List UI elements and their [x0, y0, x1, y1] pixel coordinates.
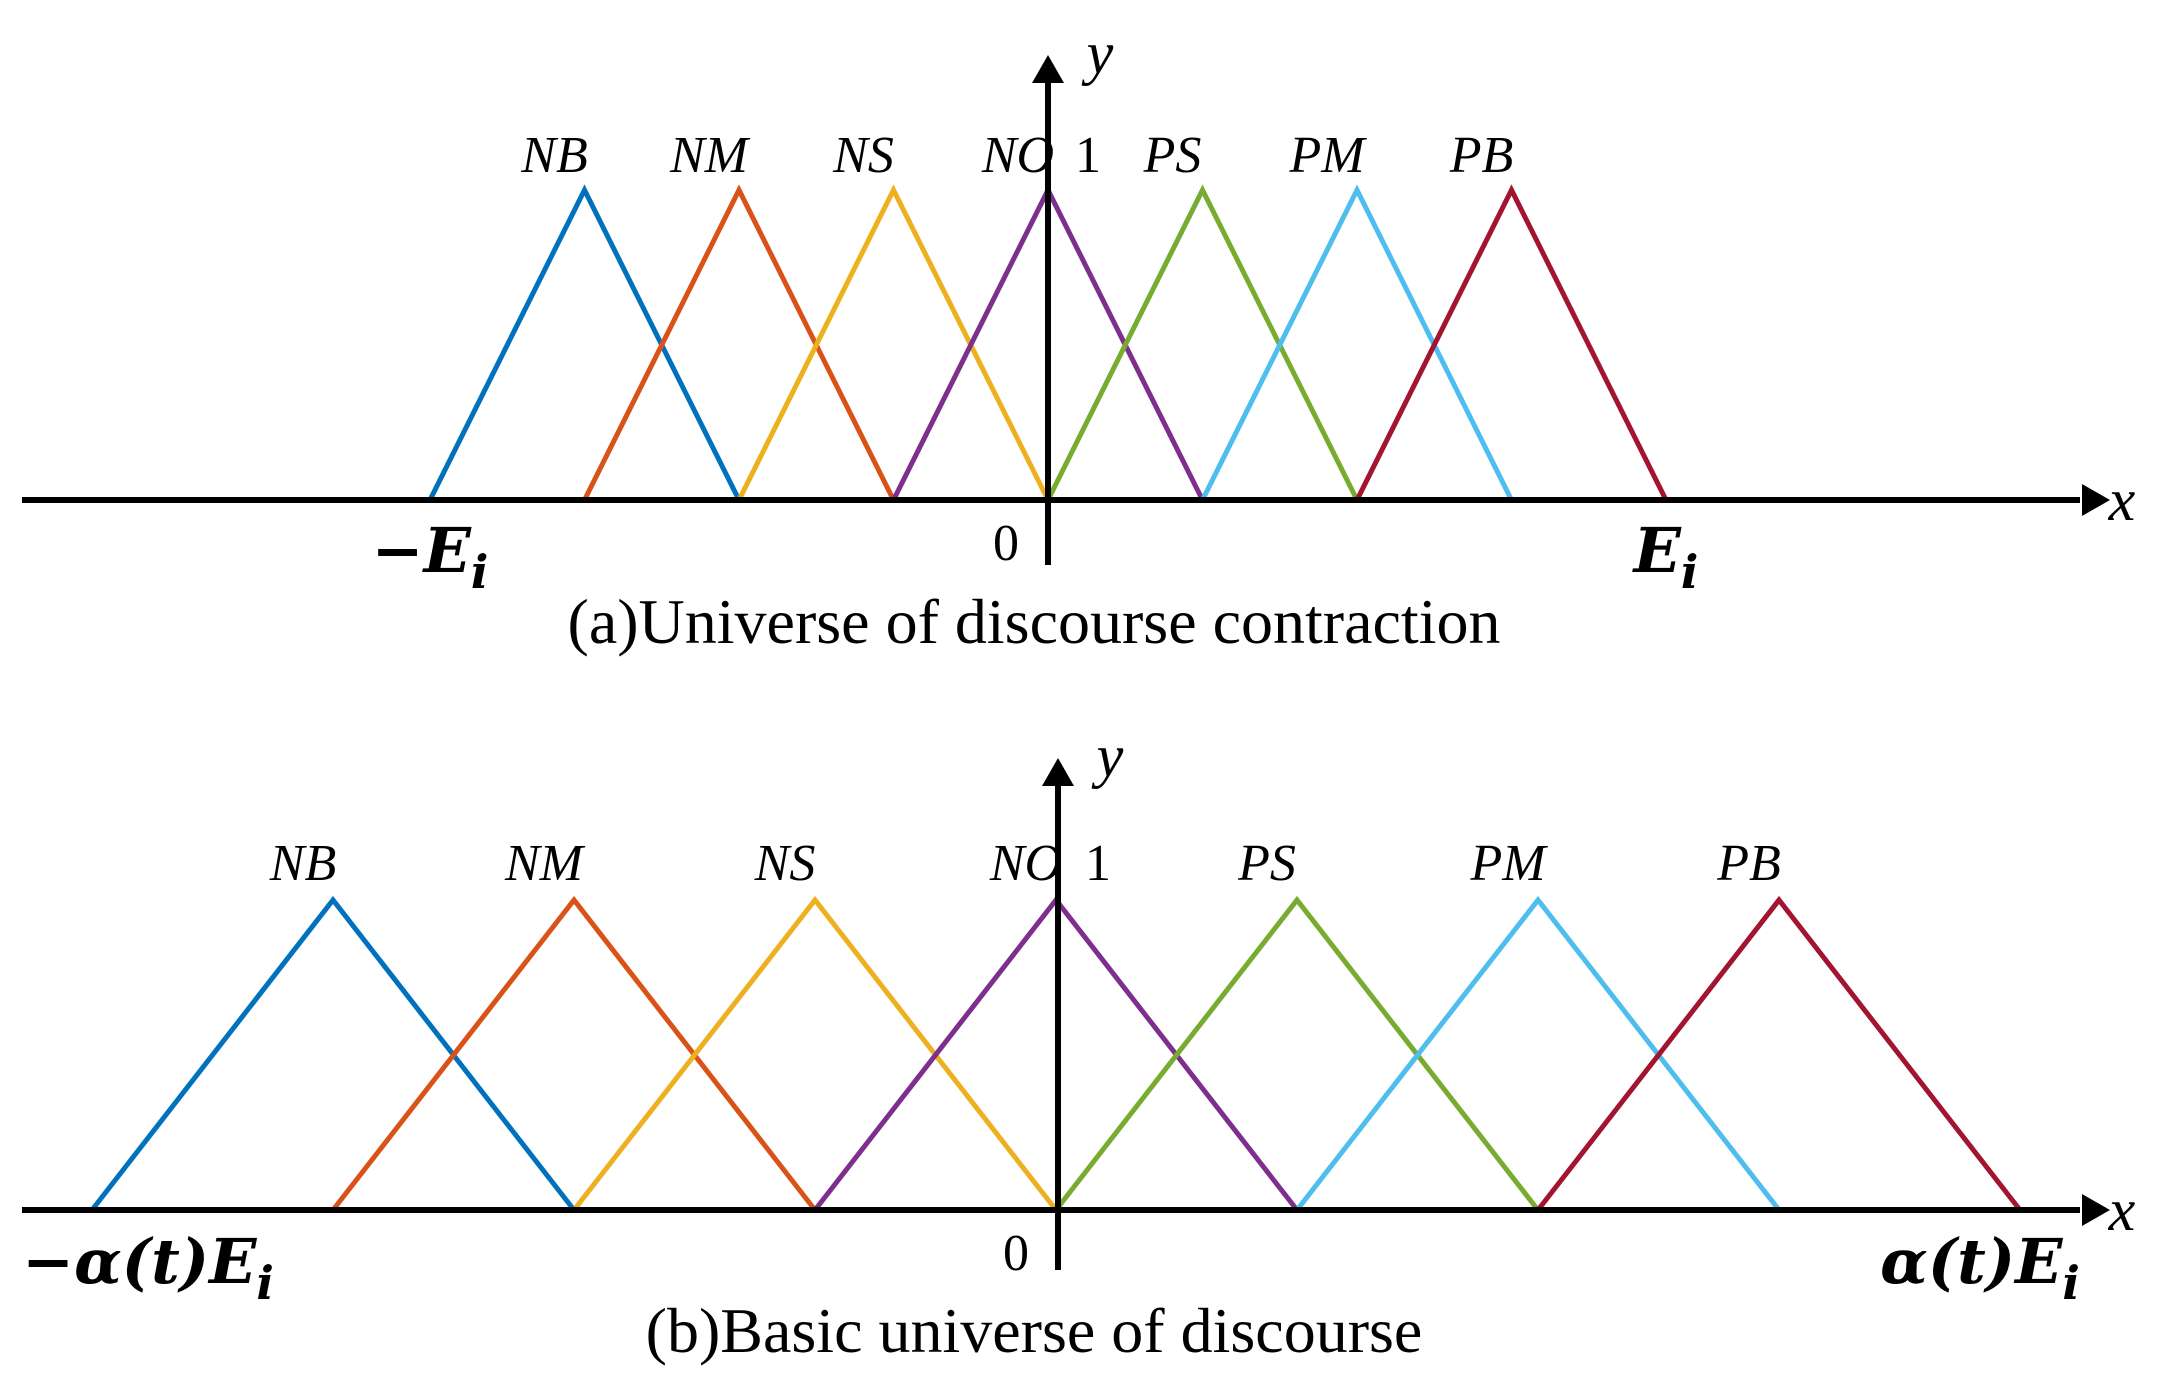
membership-pb-triangle — [1536, 895, 2022, 1212]
peak-value-label: 1 — [1075, 127, 1101, 184]
x-axis-arrowhead — [2082, 1194, 2110, 1226]
right-end-label-subscript: i — [2062, 1256, 2079, 1310]
y-axis-label: y — [1081, 20, 1114, 86]
membership-ps-triangle — [1045, 184, 1360, 502]
right-end-label: α(t)Ei — [1880, 1225, 2080, 1310]
left-end-label-main: −E — [372, 514, 472, 587]
left-end-label-subscript: i — [256, 1256, 273, 1310]
membership-ns-label: NS — [754, 835, 816, 892]
membership-nb-label: NB — [520, 127, 587, 184]
membership-ns-triangle — [572, 895, 1058, 1212]
membership-ps-label: PS — [1237, 835, 1296, 892]
membership-ps-label: PS — [1143, 127, 1202, 184]
x-axis-arrowhead — [2082, 484, 2110, 516]
membership-pm-label: PM — [1469, 835, 1548, 892]
membership-pm-triangle — [1295, 895, 1781, 1212]
x-axis-label: x — [2108, 467, 2136, 533]
y-axis-arrowhead — [1032, 55, 1064, 83]
membership-ns-triangle — [736, 184, 1051, 502]
membership-pb-triangle — [1354, 184, 1669, 502]
membership-pm-label: PM — [1288, 127, 1367, 184]
y-axis-arrowhead — [1042, 758, 1074, 786]
y-axis-label: y — [1091, 723, 1124, 789]
membership-nb-triangle — [90, 895, 576, 1212]
membership-no-label: NO — [989, 835, 1062, 892]
membership-nb-triangle — [427, 184, 742, 502]
membership-ns-label: NS — [832, 127, 894, 184]
right-end-label: Ei — [1632, 514, 1699, 599]
right-end-label-main: E — [1632, 514, 1682, 587]
membership-nm-label: NM — [504, 835, 586, 892]
membership-no-label: NO — [981, 127, 1054, 184]
peak-value-label: 1 — [1085, 835, 1111, 892]
x-axis-label: x — [2108, 1177, 2136, 1243]
origin-label: 0 — [1003, 1225, 1029, 1282]
panel-caption: (a)Universe of discourse contraction — [568, 586, 1501, 657]
membership-nm-triangle — [582, 184, 896, 502]
membership-pb-label: PB — [1716, 835, 1781, 892]
left-end-label-main: −α(t)E — [22, 1225, 257, 1298]
membership-nm-label: NM — [669, 127, 751, 184]
membership-nm-triangle — [331, 895, 817, 1212]
left-end-label-subscript: i — [471, 545, 488, 599]
membership-pm-triangle — [1200, 184, 1514, 502]
membership-nb-label: NB — [269, 835, 336, 892]
origin-label: 0 — [993, 515, 1019, 572]
right-end-label-subscript: i — [1681, 545, 1698, 599]
panel-caption: (b)Basic universe of discourse — [646, 1295, 1423, 1366]
membership-ps-triangle — [1054, 895, 1540, 1212]
membership-pb-label: PB — [1449, 127, 1514, 184]
left-end-label: −Ei — [372, 514, 489, 599]
right-end-label-main: α(t)E — [1880, 1225, 2063, 1298]
left-end-label: −α(t)Ei — [22, 1225, 274, 1310]
